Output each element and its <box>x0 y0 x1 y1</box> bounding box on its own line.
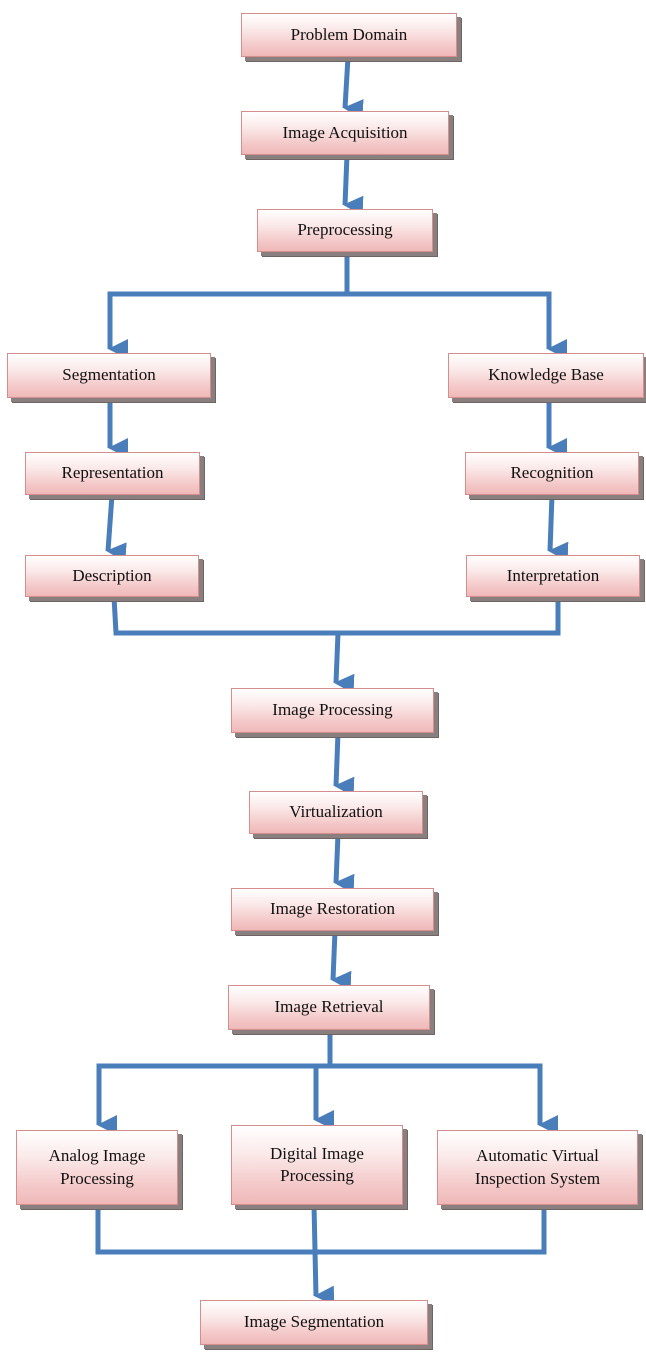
node-image-acquisition: Image Acquisition <box>241 111 449 155</box>
node-preprocessing: Preprocessing <box>257 209 433 252</box>
arrow-problem-to-acquisition <box>342 56 364 120</box>
arrow-split-left <box>107 252 350 359</box>
arrow-split-analog <box>96 1030 333 1135</box>
node-image-retrieval: Image Retrieval <box>228 985 430 1030</box>
arrow-split-right <box>347 291 567 359</box>
node-problem-domain: Problem Domain <box>241 13 457 57</box>
node-automatic-virtual-inspection-system: Automatic Virtual Inspection System <box>437 1130 638 1205</box>
arrow-split-automatic <box>330 1063 558 1135</box>
arrow-representation-to-description <box>105 494 127 563</box>
node-segmentation: Segmentation <box>7 353 211 398</box>
node-image-segmentation: Image Segmentation <box>200 1300 428 1345</box>
node-image-restoration: Image Restoration <box>231 888 434 931</box>
arrow-recognition-to-interpretation <box>547 494 569 562</box>
arrow-processing-to-virtualization <box>333 732 355 797</box>
arrow-virtualization-to-restoration <box>333 833 355 894</box>
merge-line-top <box>111 596 561 636</box>
node-representation: Representation <box>25 452 200 495</box>
node-interpretation: Interpretation <box>466 555 640 597</box>
arrow-restoration-to-retrieval <box>330 930 352 991</box>
arrow-merge-to-segmentation <box>311 1204 335 1306</box>
node-description: Description <box>25 555 199 597</box>
node-digital-image-processing: Digital Image Processing <box>231 1125 403 1205</box>
node-virtualization: Virtualization <box>249 791 423 834</box>
arrow-acquisition-to-preprocessing <box>342 154 364 216</box>
node-analog-image-processing: Analog Image Processing <box>16 1130 178 1205</box>
node-knowledge-base: Knowledge Base <box>448 353 644 398</box>
node-image-processing: Image Processing <box>231 688 434 733</box>
node-recognition: Recognition <box>465 452 639 495</box>
arrow-merge-to-image-processing <box>333 632 355 694</box>
merge-line-bottom <box>95 1205 547 1255</box>
